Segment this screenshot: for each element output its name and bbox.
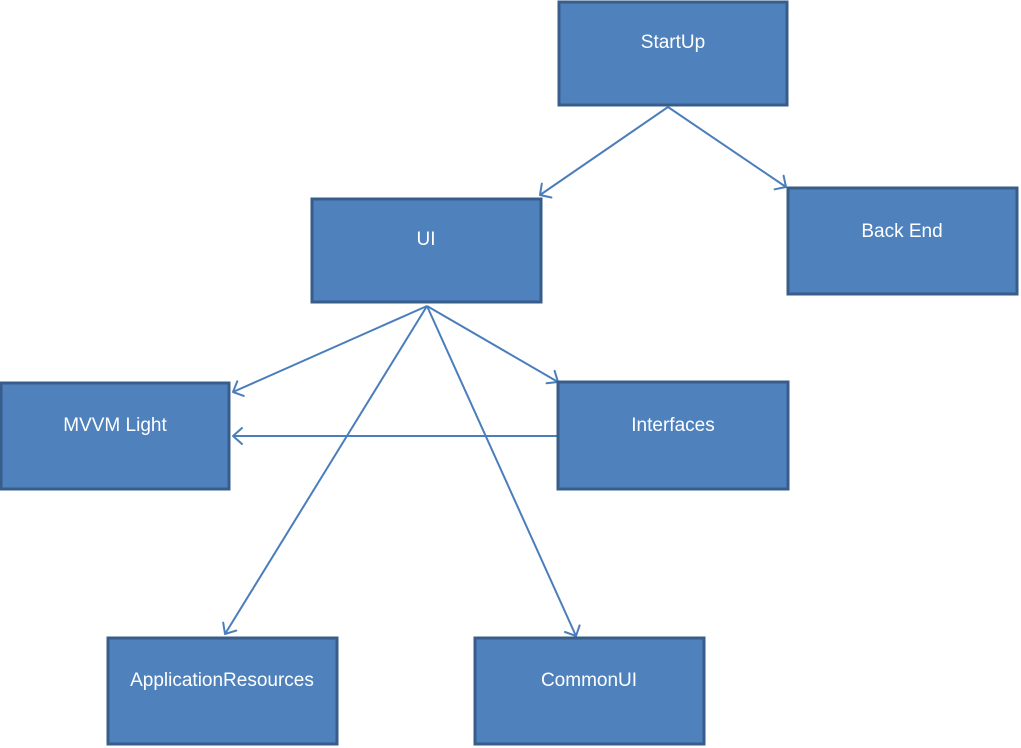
node-ui-label: UI xyxy=(417,229,436,250)
node-interfaces-box xyxy=(556,380,790,491)
node-mvvm-light[interactable]: MVVM Light xyxy=(0,381,231,491)
node-interfaces[interactable]: Interfaces xyxy=(556,380,790,491)
node-ui[interactable]: UI xyxy=(310,197,543,304)
node-startup[interactable]: StartUp xyxy=(557,0,789,107)
node-back-end-box xyxy=(786,186,1019,296)
node-back-end[interactable]: Back End xyxy=(786,186,1019,296)
node-back-end-label: Back End xyxy=(861,221,942,242)
edge-startup-to-ui xyxy=(539,106,669,199)
node-startup-box xyxy=(557,0,789,107)
edges xyxy=(222,106,787,637)
node-ui-box xyxy=(310,197,543,304)
node-startup-label: StartUp xyxy=(641,32,705,53)
node-mvvm-light-label: MVVM Light xyxy=(63,415,167,436)
node-mvvm-light-box xyxy=(0,381,231,491)
node-common-ui-label: CommonUI xyxy=(541,670,637,691)
node-application-resources-label: ApplicationResources xyxy=(130,670,314,691)
node-common-ui-box xyxy=(473,636,706,746)
edge-ui-to-common-ui xyxy=(426,305,581,637)
edge-startup-to-back-end xyxy=(667,106,787,191)
edge-ui-to-application-resources xyxy=(222,305,428,635)
node-interfaces-label: Interfaces xyxy=(631,415,714,436)
node-application-resources-box xyxy=(106,636,339,746)
node-common-ui[interactable]: CommonUI xyxy=(473,636,706,746)
node-application-resources[interactable]: ApplicationResources xyxy=(106,636,339,746)
edge-ui-to-interfaces xyxy=(426,305,559,385)
edge-ui-to-mvvm-light xyxy=(232,305,428,397)
edge-interfaces-to-mvvm-light xyxy=(232,427,558,445)
